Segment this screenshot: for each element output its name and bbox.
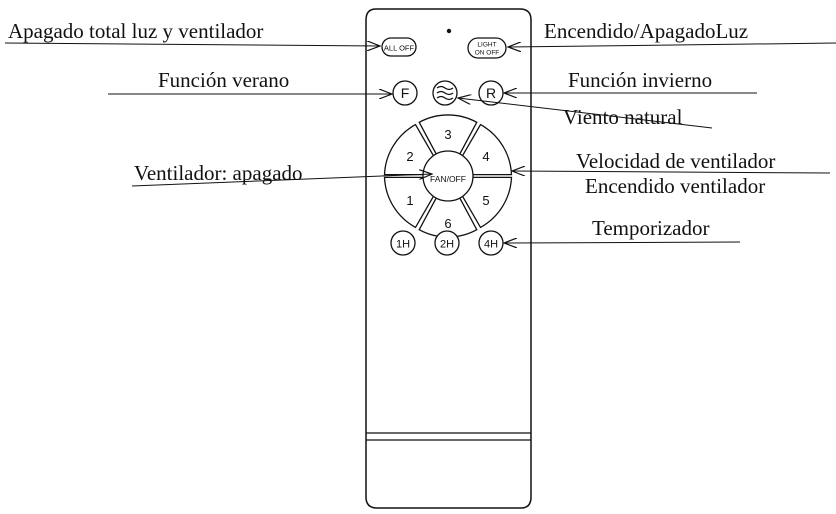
label-natural-wind: Viento natural: [563, 105, 683, 129]
timer-4h-button[interactable]: 4H: [478, 230, 504, 256]
svg-text:ALL OFF: ALL OFF: [384, 44, 415, 53]
svg-text:F: F: [401, 85, 410, 101]
callout-timer-line: [504, 242, 741, 243]
label-fan-on: Encendido ventilador: [585, 174, 765, 198]
svg-text:ON OFF: ON OFF: [475, 50, 500, 57]
timer-2h-button[interactable]: 2H: [434, 230, 460, 256]
speed-2-label: 2: [406, 149, 413, 164]
speed-5-label: 5: [482, 193, 489, 208]
label-winter: Función invierno: [568, 68, 712, 92]
svg-text:R: R: [486, 85, 496, 101]
led-dot-icon: [446, 28, 452, 34]
label-light: Encendido/ApagadoLuz: [544, 19, 748, 43]
callout-labels: Apagado total luz y ventilador Encendido…: [8, 19, 775, 240]
label-fan-speed: Velocidad de ventilador: [576, 149, 775, 173]
callout-fan-off-line: [131, 174, 432, 187]
timer-1h-button[interactable]: 1H: [390, 230, 416, 256]
callout-wind-line: [458, 98, 713, 129]
label-all-off: Apagado total luz y ventilador: [8, 19, 263, 43]
fan-off-label: FAN/OFF: [430, 174, 466, 184]
label-timer: Temporizador: [592, 216, 709, 240]
speed-4-label: 4: [482, 149, 489, 164]
label-summer: Función verano: [158, 68, 289, 92]
speed-wheel-labels: 3 4 5 6 1 2 FAN/OFF: [406, 127, 489, 231]
all-off-button[interactable]: ALL OFF: [381, 37, 417, 57]
callout-light-line: [508, 43, 836, 47]
svg-text:LIGHT: LIGHT: [477, 42, 496, 49]
svg-text:2H: 2H: [440, 239, 454, 251]
callout-lines: [4, 43, 836, 243]
callout-fan-speed-line: [512, 171, 831, 173]
light-button[interactable]: LIGHT ON OFF: [467, 37, 507, 59]
speed-3-label: 3: [444, 127, 451, 142]
wind-waves-icon: [436, 85, 454, 101]
svg-text:1H: 1H: [396, 239, 410, 251]
callout-all-off-line: [4, 43, 380, 46]
label-fan-off: Ventilador: apagado: [134, 161, 303, 185]
svg-text:4H: 4H: [484, 239, 498, 251]
speed-wheel: [383, 114, 513, 238]
speed-1-label: 1: [406, 193, 413, 208]
natural-wind-button[interactable]: [432, 80, 458, 106]
summer-button[interactable]: F: [392, 80, 418, 106]
speed-6-label: 6: [444, 216, 451, 231]
